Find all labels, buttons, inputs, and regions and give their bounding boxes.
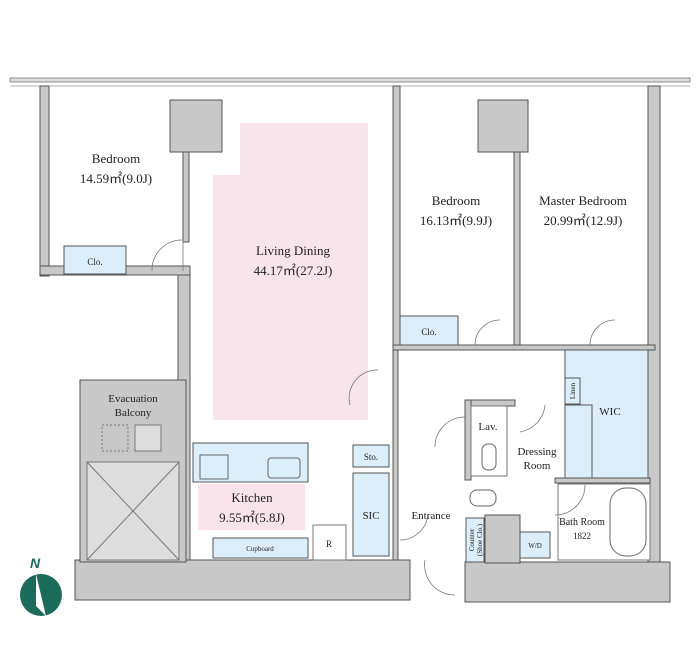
cupboard — [212, 537, 309, 559]
kitchen-counter — [192, 442, 309, 483]
living-area: 44.17㎡(27.2J) — [254, 263, 333, 278]
lav-label: Lav. — [478, 421, 497, 433]
sink-icon — [267, 457, 301, 479]
closet-label: Clo. — [87, 257, 102, 267]
bedroom1-area: 14.59㎡(9.0J) — [80, 171, 152, 186]
refrigerator-label: R — [326, 539, 332, 549]
refrigerator-space — [312, 524, 347, 561]
balcony-label-2: Balcony — [115, 407, 152, 419]
basin-icon — [469, 489, 497, 507]
toilet-icon — [481, 443, 497, 471]
counter-label: Counter — [468, 528, 476, 551]
closet-bedroom1 — [63, 245, 127, 275]
walls — [39, 85, 671, 603]
storage — [352, 444, 390, 468]
linen — [564, 377, 581, 405]
master-area: 20.99㎡(12.9J) — [544, 213, 623, 228]
wd-label: W/D — [528, 542, 542, 550]
bath-size: 1822 — [573, 531, 591, 541]
bath-room — [557, 483, 651, 561]
shoe-closet — [465, 517, 485, 563]
bathtub-icon — [609, 487, 647, 557]
stove-icon — [199, 454, 229, 480]
bedroom2-area: 16.13㎡(9.9J) — [420, 213, 492, 228]
cupboard-label: Cupboard — [246, 545, 274, 553]
counter-label-2: (Shoe Clo.) — [476, 523, 484, 556]
bedroom1-name: Bedroom — [92, 151, 140, 166]
wic-shelf — [564, 404, 593, 479]
dressing-label-2: Room — [524, 460, 551, 472]
window-rail — [9, 77, 691, 87]
room-labels: Bedroom 14.59㎡(9.0J) Living Dining 44.17… — [80, 151, 627, 525]
closet-bedroom2 — [399, 315, 459, 346]
master-name: Master Bedroom — [539, 193, 627, 208]
kitchen-name: Kitchen — [231, 490, 273, 505]
sic — [352, 472, 390, 557]
sic-label: SIC — [362, 510, 379, 522]
bath-label: Bath Room — [559, 517, 605, 528]
living-name: Living Dining — [256, 243, 331, 258]
lavatory — [470, 405, 508, 477]
living-dining-area — [213, 123, 368, 420]
kitchen-area — [198, 484, 305, 530]
balcony-label: Evacuation — [108, 393, 158, 405]
entrance-label: Entrance — [411, 510, 450, 522]
washer-dryer — [519, 531, 551, 559]
closet-label: Clo. — [421, 327, 436, 337]
dressing-label: Dressing — [517, 446, 557, 458]
bedroom2-name: Bedroom — [432, 193, 480, 208]
door-swings — [151, 239, 616, 596]
wic-label: WIC — [599, 406, 620, 418]
kitchen-area-label: 9.55㎡(5.8J) — [219, 510, 285, 525]
north-compass: N — [20, 555, 62, 616]
storage-label: Sto. — [364, 452, 378, 462]
evacuation-balcony: Evacuation Balcony — [79, 379, 187, 563]
linen-label: Linen — [569, 382, 577, 399]
north-label: N — [30, 555, 41, 571]
